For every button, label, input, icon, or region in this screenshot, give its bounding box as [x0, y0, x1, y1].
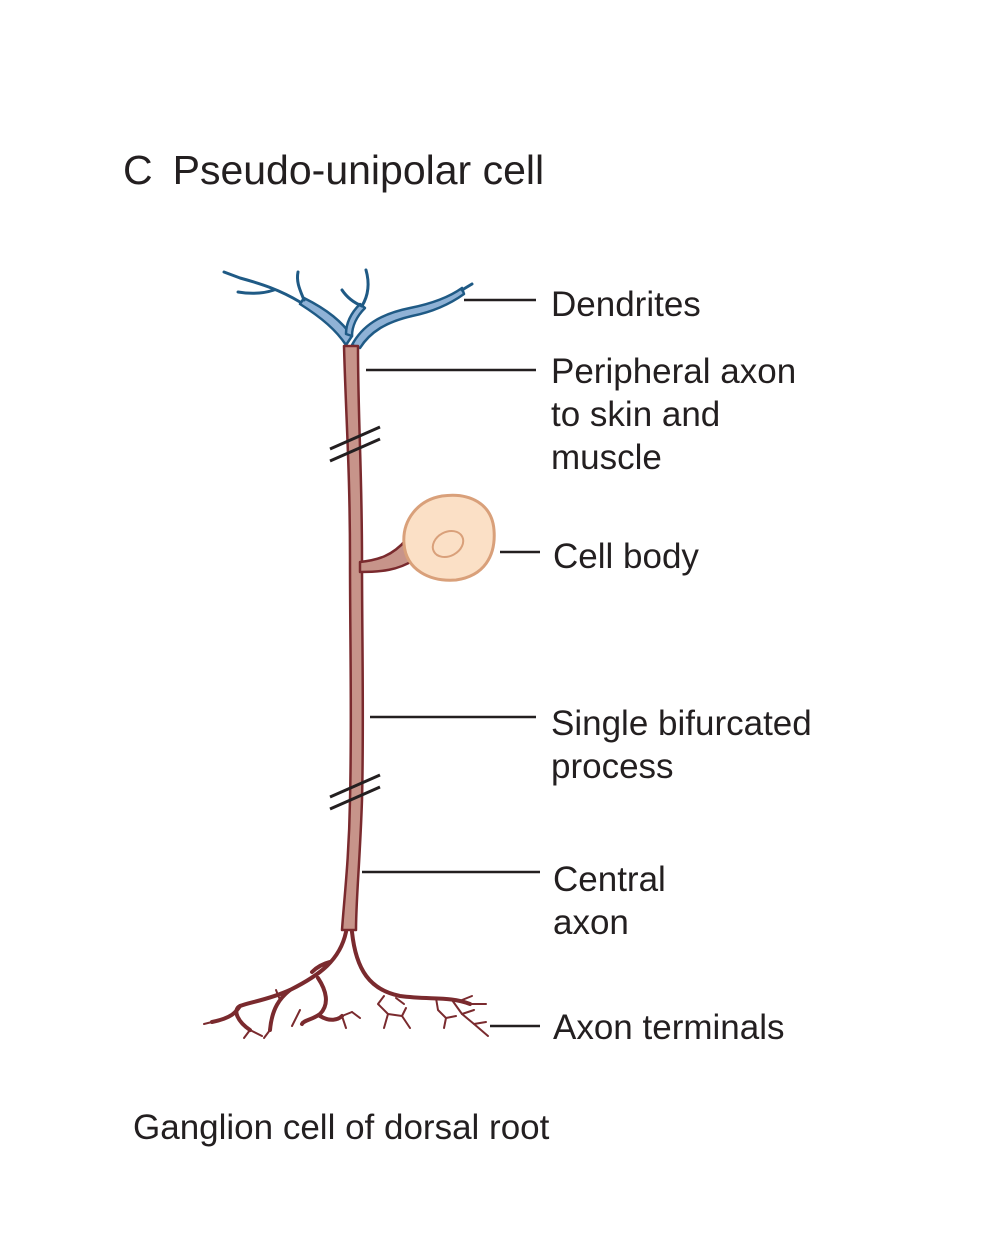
- break-marks: [329, 425, 381, 811]
- break-mark-lower-1: [329, 773, 381, 799]
- leader-lines: [362, 298, 540, 1028]
- cell-body: [402, 493, 496, 582]
- terminal-twig: [263, 1029, 271, 1039]
- terminal-twig: [435, 997, 447, 1019]
- label-single-process: Single bifurcated process: [551, 704, 812, 786]
- terminal-twig: [341, 1011, 353, 1017]
- panel-letter: C: [123, 147, 153, 193]
- terminal-twig: [387, 1013, 411, 1029]
- break-mark-upper-1: [329, 425, 381, 451]
- dendrite-branch: [460, 282, 474, 292]
- break-mark-upper-2: [329, 437, 381, 463]
- terminal-branch: [310, 960, 332, 974]
- dendrite-branch: [340, 288, 364, 308]
- dendrite-branch: [236, 288, 276, 295]
- dendrite-trunk-left: [298, 296, 354, 347]
- cell-body-soma: [402, 493, 496, 582]
- terminal-twig: [445, 1015, 457, 1019]
- break-mark-lower-2: [329, 785, 381, 811]
- terminal-twig: [351, 1011, 361, 1019]
- dendrite-branch: [296, 270, 306, 302]
- label-axon-terminals: Axon terminals: [553, 1008, 785, 1047]
- terminal-twig: [461, 1009, 475, 1015]
- label-cell-body: Cell body: [553, 537, 699, 576]
- label-dendrites: Dendrites: [551, 285, 701, 324]
- terminal-twig: [249, 1029, 263, 1037]
- dendrite-branch: [360, 268, 370, 308]
- terminal-twig: [461, 995, 473, 1001]
- label-peripheral-axon: Peripheral axon to skin and muscle: [551, 352, 797, 477]
- dendrite-branch: [222, 270, 302, 304]
- terminal-twig: [341, 1015, 347, 1029]
- terminal-twig: [291, 1009, 301, 1027]
- terminal-twig: [243, 1029, 251, 1039]
- terminal-twig: [451, 999, 489, 1037]
- terminal-branch: [234, 1004, 252, 1032]
- axon-fiber: [340, 344, 416, 932]
- terminal-branch: [318, 1014, 344, 1022]
- terminal-twig: [203, 1021, 213, 1025]
- terminal-twig: [401, 1007, 407, 1017]
- dendrite-trunk-middle: [344, 302, 367, 338]
- terminal-twig: [395, 997, 405, 1005]
- terminal-twig: [275, 989, 281, 1001]
- terminal-branch-right: [350, 930, 472, 1006]
- figure-caption: Ganglion cell of dorsal root: [133, 1108, 550, 1147]
- dendrite-trunk-right: [350, 286, 466, 350]
- dendrites: [222, 268, 474, 350]
- terminal-twig: [443, 1017, 447, 1029]
- cell-nucleus: [431, 530, 465, 558]
- terminal-branch: [300, 976, 328, 1026]
- terminal-twig: [377, 995, 389, 1029]
- terminal-twig: [473, 1021, 487, 1025]
- figure-heading: C Pseudo-unipolar cell: [123, 146, 544, 194]
- figure-title: Pseudo-unipolar cell: [172, 147, 545, 193]
- axon-terminals: [203, 930, 489, 1039]
- terminal-branch: [268, 988, 292, 1032]
- axon-shaft: [340, 344, 365, 932]
- label-central-axon: Central axon: [553, 860, 666, 942]
